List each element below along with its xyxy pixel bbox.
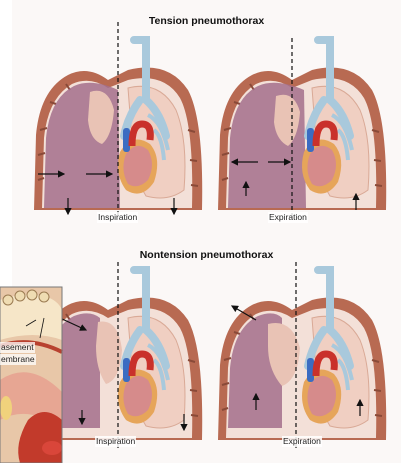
- nontension-inspiration-label: Inspiration: [95, 436, 136, 447]
- inset-label-line1: asement: [0, 342, 35, 353]
- tension-expiration-thorax: [218, 40, 386, 210]
- nontension-expiration-thorax: [218, 270, 386, 440]
- basement-membrane-inset: [0, 287, 62, 463]
- nontension-expiration-label: Expiration: [282, 436, 322, 447]
- tension-expiration-label: Expiration: [268, 212, 308, 223]
- tension-inspiration-label: Inspiration: [97, 212, 138, 223]
- inset-label-line2: embrane: [0, 354, 36, 365]
